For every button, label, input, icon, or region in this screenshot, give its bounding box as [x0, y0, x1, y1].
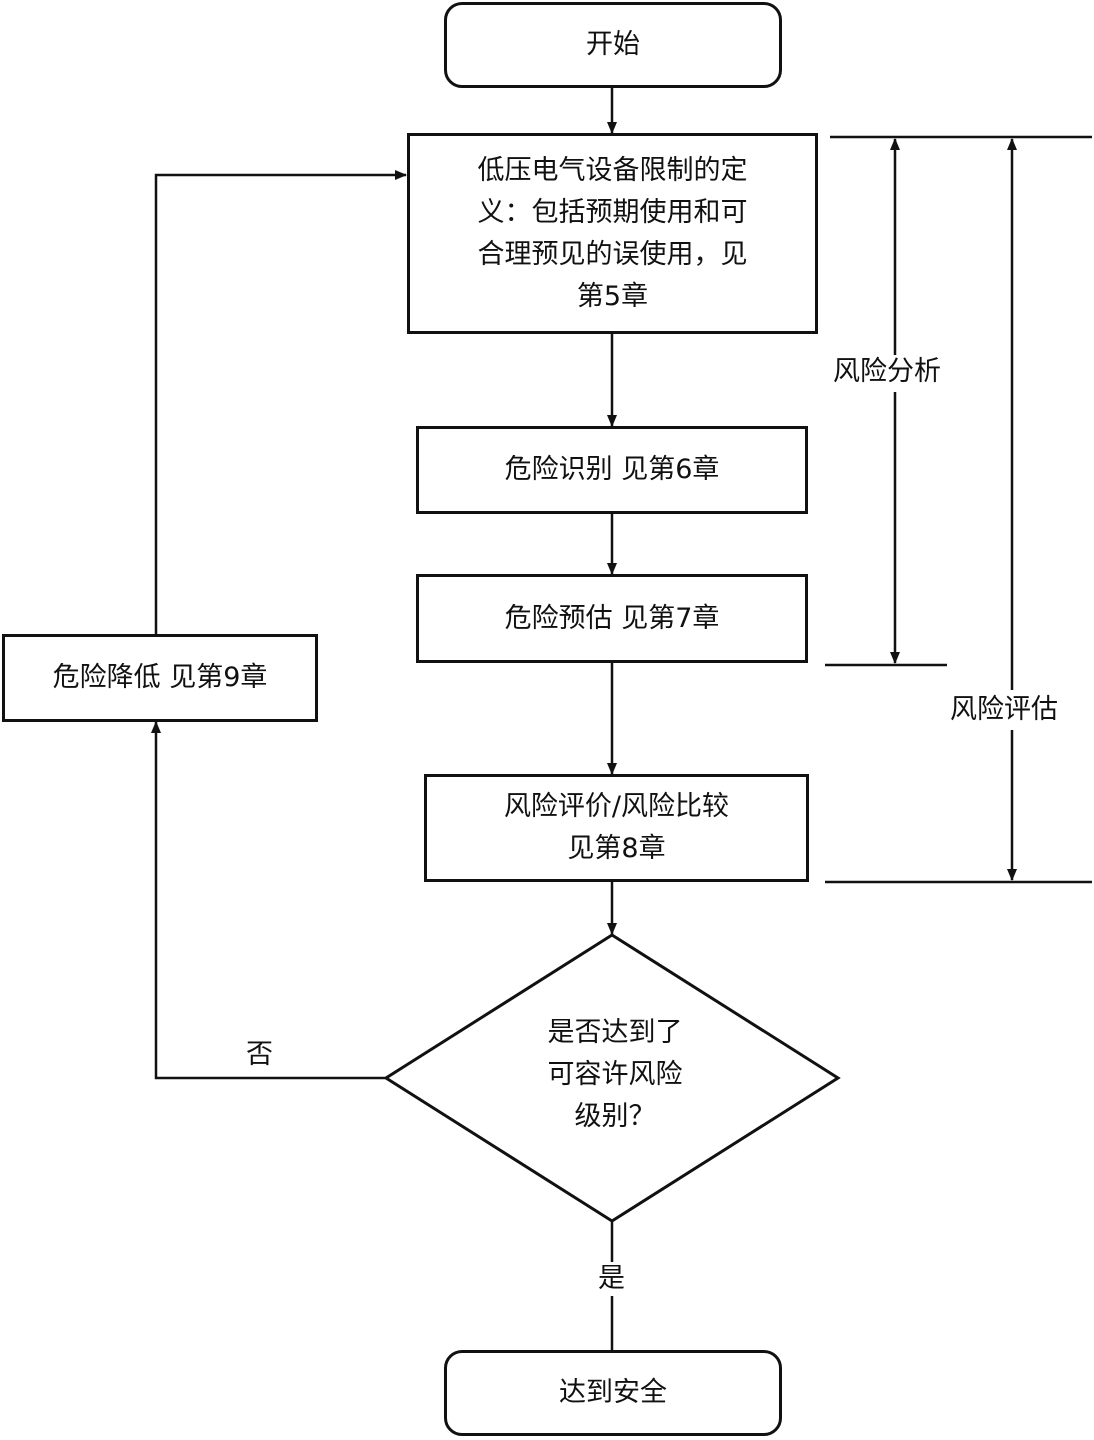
risk-evaluation-label: 风险评价/风险比较 见第8章: [503, 791, 730, 864]
start-node: 开始: [444, 2, 782, 88]
start-label: 开始: [586, 29, 640, 60]
risk-assessment-label: 风险评估: [950, 693, 1058, 727]
scope-definition-box: 低压电气设备限制的定 义：包括预期使用和可 合理预见的误使用，见 第5章: [407, 133, 818, 334]
arrow-reduction-to-define: [154, 170, 407, 634]
hazard-estimation-label: 危险预估 见第7章: [504, 602, 720, 634]
edge-label-no: 否: [246, 1039, 273, 1070]
decision-diamond: [383, 933, 841, 1223]
risk-reduction-box: 危险降低 见第9章: [2, 634, 318, 722]
decision-label: 是否达到了 可容许风险 级别？: [547, 1017, 683, 1132]
end-label: 达到安全: [559, 1377, 667, 1408]
hazard-estimation-box: 危险预估 见第7章: [416, 574, 808, 663]
risk-analysis-label: 风险分析: [833, 355, 941, 389]
arrow-decision-to-reduction: [151, 721, 386, 1080]
hazard-identification-label: 危险识别 见第6章: [504, 454, 720, 485]
scope-definition-label: 低压电气设备限制的定 义：包括预期使用和可 合理预见的误使用，见 第5章: [477, 154, 748, 312]
end-node: 达到安全: [444, 1350, 782, 1436]
risk-evaluation-box: 风险评价/风险比较 见第8章: [424, 774, 809, 882]
hazard-identification-box: 危险识别 见第6章: [416, 426, 808, 514]
risk-reduction-label: 危险降低 见第9章: [52, 662, 268, 693]
edge-label-yes: 是: [598, 1262, 625, 1296]
